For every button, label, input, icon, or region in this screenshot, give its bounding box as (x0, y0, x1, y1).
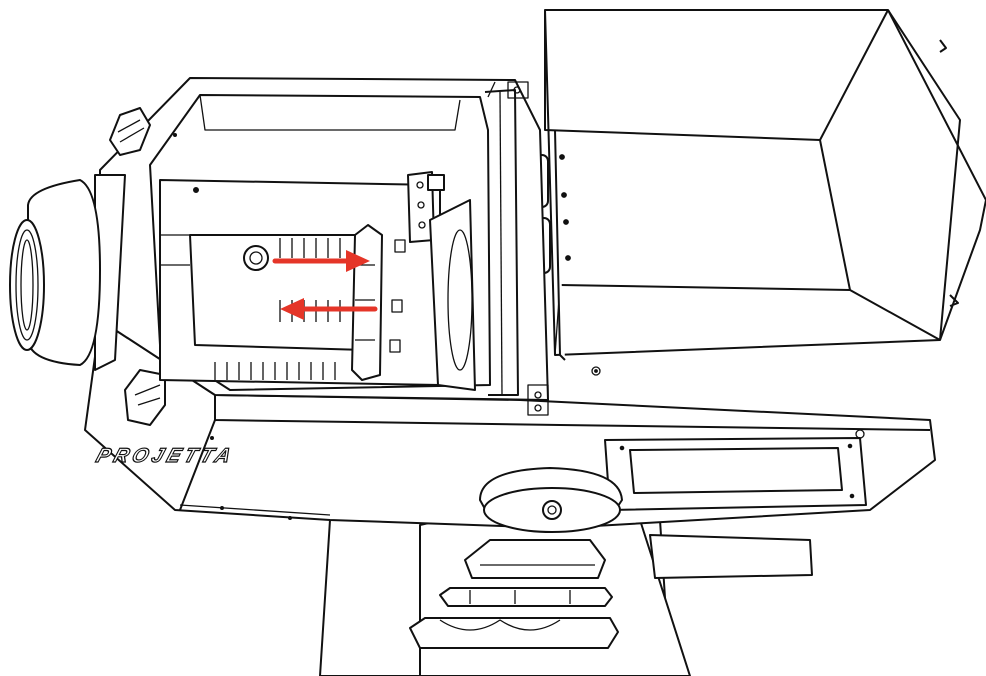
lamp-disc (351, 224, 383, 381)
display-panel (604, 437, 867, 511)
insertion-arrows (272, 250, 378, 320)
knob-top (109, 107, 151, 156)
stand-slot-2 (439, 587, 613, 607)
rear-hood (544, 9, 986, 361)
lamp-holder (159, 171, 476, 391)
stand-slot-1 (464, 539, 606, 579)
disc-screw (542, 500, 562, 520)
fasteners (173, 81, 865, 520)
arrow-left (280, 298, 378, 320)
side-knobs (109, 107, 166, 426)
brand-logo-text: PROJETTA (93, 444, 237, 466)
stand (319, 499, 813, 676)
lens-barrel (27, 179, 101, 366)
rear-stand-plate (649, 534, 813, 579)
bracket-nut (427, 174, 445, 191)
lens-assembly (9, 174, 126, 371)
knob-side (124, 369, 166, 426)
brand-logo: PROJETTA (93, 444, 239, 468)
rotation-disc (479, 467, 623, 533)
arrow-right (272, 250, 370, 272)
lamp-socket (243, 245, 269, 271)
stand-slot-3 (409, 617, 619, 649)
lamp-cylinder (189, 234, 366, 351)
display-window (629, 447, 843, 494)
